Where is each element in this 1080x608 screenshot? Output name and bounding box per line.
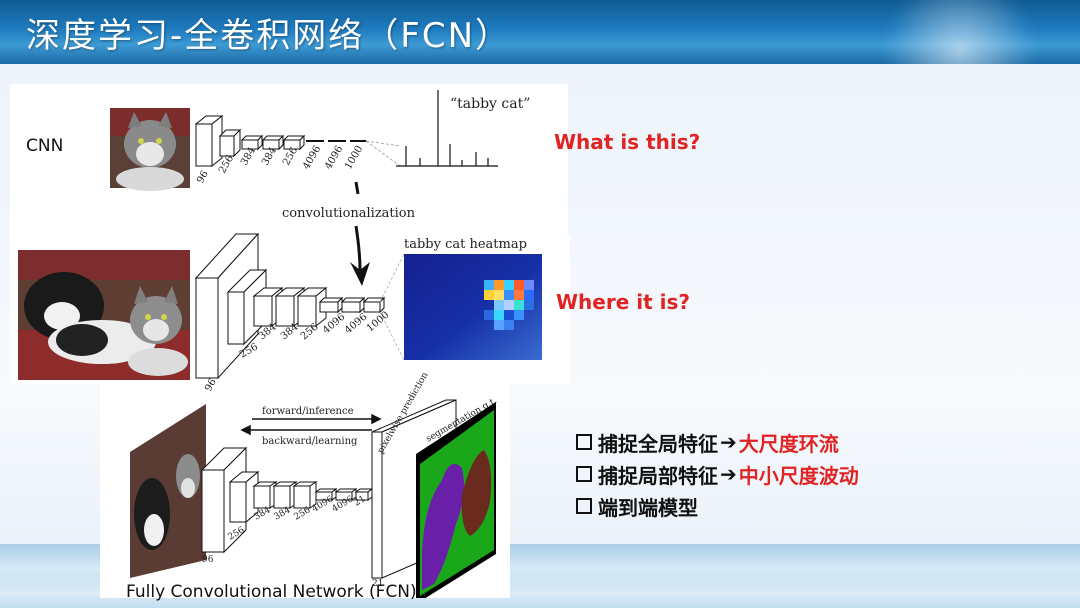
slide-title: 深度学习-全卷积网络（FCN）	[26, 16, 511, 56]
slide-header: 深度学习-全卷积网络（FCN）	[0, 0, 1080, 64]
key-point-global: 捕捉全局特征 ➔ 大尺度环流	[576, 426, 1056, 458]
cnn-output-label: “tabby cat”	[450, 96, 530, 112]
cnn-output-histogram	[396, 90, 498, 167]
segmentation-ground-truth	[416, 402, 496, 598]
cnn-layer-blocks	[194, 114, 306, 168]
fcn-photo	[130, 404, 206, 578]
forward-label: forward/inference	[262, 406, 354, 417]
fcn-label-96: 96	[202, 555, 214, 565]
key-point-end-to-end: 端到端模型	[576, 490, 1056, 522]
checkbox-icon	[576, 498, 592, 514]
forward-arrow-icon	[252, 413, 382, 425]
checkbox-icon	[576, 466, 592, 482]
hm-label-96: 96	[203, 377, 219, 394]
header-glow	[880, 0, 1040, 64]
cnn-label-4096a: 4096	[301, 144, 323, 172]
cnn-label: CNN	[26, 136, 64, 156]
key-point-highlight: 中小尺度波动	[738, 463, 859, 488]
key-point-text: 端到端模型	[598, 495, 698, 520]
key-point-local: 捕捉局部特征 ➔ 中小尺度波动	[576, 458, 1056, 490]
key-point-highlight: 大尺度环流	[738, 431, 839, 456]
heatmap-dashed-lines	[379, 253, 405, 361]
backward-label: backward/learning	[262, 436, 358, 447]
what-is-this-question: What is this?	[554, 130, 701, 154]
fcn-caption: Fully Convolutional Network (FCN)	[126, 582, 417, 602]
cnn-label-1000: 1000	[343, 144, 365, 172]
cnn-label-96: 96	[195, 169, 211, 186]
cnn-label-4096b: 4096	[323, 144, 345, 172]
fcn-label-21a: 21	[353, 494, 368, 508]
convolutionalization-label: convolutionalization	[282, 206, 416, 221]
tabby-cat-heatmap	[404, 254, 542, 360]
cnn-panel	[10, 84, 568, 234]
conv-arrow-icon	[350, 225, 370, 286]
fcn-heatmap-layer-blocks	[194, 232, 386, 380]
conv-arrow-top	[354, 181, 360, 195]
arrow-right-icon: ➔	[720, 462, 737, 486]
dog-cat-photo	[18, 250, 190, 380]
checkbox-icon	[576, 434, 592, 450]
where-it-is-question: Where it is?	[556, 290, 690, 314]
key-point-text: 捕捉局部特征	[598, 463, 718, 488]
fcn-label-21b: 21	[372, 579, 383, 589]
arrow-right-icon: ➔	[720, 430, 737, 454]
heatmap-title: tabby cat heatmap	[404, 237, 527, 252]
key-point-text: 捕捉全局特征	[598, 431, 718, 456]
figure-svg: 96 256 384 384 256 4096 4096 1000 “tabby…	[18, 90, 542, 598]
hm-label-1000: 1000	[365, 310, 392, 335]
cnn-dashed-lines	[365, 140, 401, 167]
cnn-cat-photo	[110, 108, 190, 191]
backward-arrow-icon	[240, 424, 372, 436]
key-points-list: 捕捉全局特征 ➔ 大尺度环流 捕捉局部特征 ➔ 中小尺度波动 端到端模型	[576, 426, 1056, 522]
fcn-figure: 96 256 384 384 256 4096 4096 1000 “tabby…	[10, 84, 570, 598]
hm-label-4096b: 4096	[343, 312, 370, 337]
